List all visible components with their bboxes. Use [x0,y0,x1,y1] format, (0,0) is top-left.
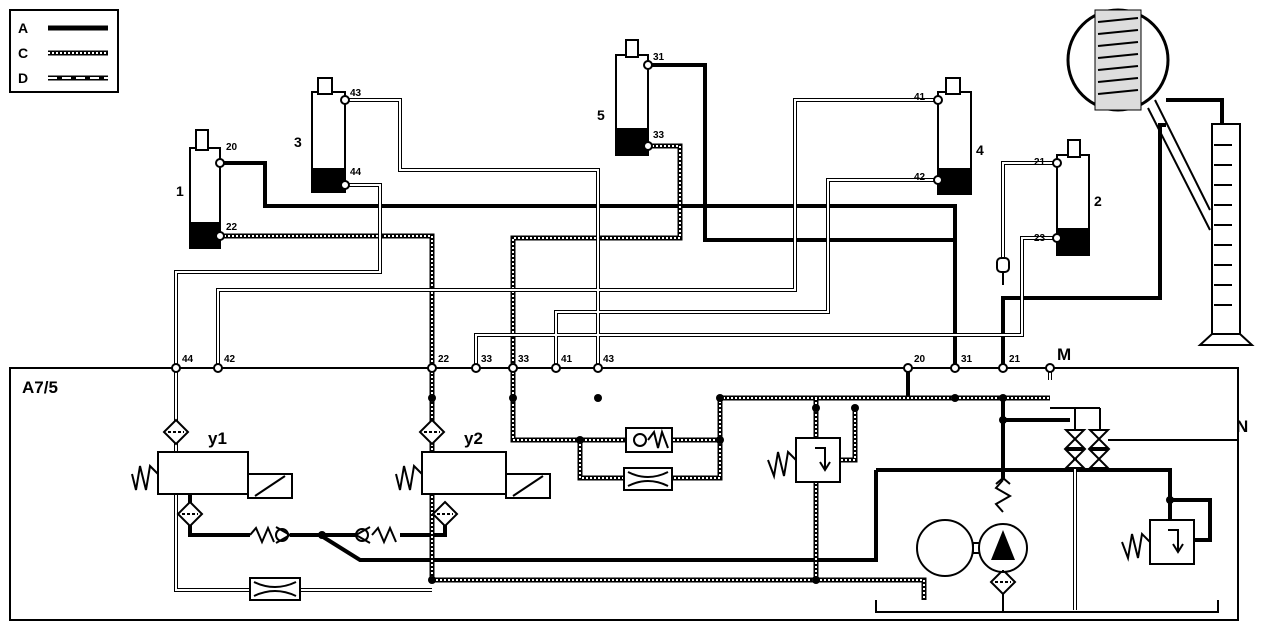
legend-key-a: A [18,20,28,36]
cylinder-2: 2 21 23 [1034,139,1102,256]
bleed-valve [996,257,1010,285]
unit-port-41: 41 [561,354,573,365]
throttle-2 [623,467,673,491]
unit-port-22: 22 [438,354,450,365]
filters [162,418,1017,596]
relief-valve-1 [767,437,841,483]
valve-y1-label: y1 [208,429,227,448]
legend: A C D [9,9,119,93]
motor-pump [916,476,1028,612]
pipes-type-c [220,143,1050,600]
unit-port-33a: 33 [481,354,493,365]
unit-port-31: 31 [961,354,973,365]
cylinder-2-label: 2 [1094,193,1102,209]
cylinder-1-label: 1 [176,183,184,199]
cylinder-2-port-b: 23 [1034,233,1046,244]
cylinder-4-port-a: 41 [914,92,926,103]
cylinder-5-port-a: 31 [653,52,665,63]
cylinder-3-port-b: 44 [350,167,362,178]
junction-dots [318,394,1174,584]
test-port-n-label: N [1236,417,1248,436]
cylinder-2-port-a: 21 [1034,157,1046,168]
throttle-1 [249,577,301,601]
cylinder-5-port-b: 33 [653,130,665,141]
unit-port-33b: 33 [518,354,530,365]
cylinder-5: 5 31 33 [597,39,665,156]
legend-key-c: C [18,45,28,61]
housing-ports [171,363,1055,373]
unit-port-44: 44 [182,354,194,365]
reservoir [875,600,1219,613]
unit-housing [9,367,1239,621]
cylinder-4-label: 4 [976,142,984,158]
valve-y2-label: y2 [464,429,483,448]
legend-key-d: D [18,70,28,86]
check-valve-1 [249,525,293,545]
measuring-gauge [1066,8,1255,346]
unit-port-42: 42 [224,354,236,365]
solenoid-valve-y1: y1 [131,429,293,499]
pipes-type-d [174,98,1077,610]
cylinder-1-port-a: 20 [226,142,238,153]
relief-valve-2 [1121,519,1195,565]
cylinder-5-label: 5 [597,107,605,123]
housing-port-labels: 44 42 22 33 33 41 43 20 31 21 M N [182,345,1248,436]
unit-port-43: 43 [603,354,615,365]
unit-name-label: A7/5 [22,378,58,397]
unit-port-21: 21 [1009,354,1021,365]
shutoff-valves [1050,407,1238,469]
cylinder-1-port-b: 22 [226,222,238,233]
unit-port-20: 20 [914,354,926,365]
cylinder-3-label: 3 [294,134,302,150]
cylinder-3-port-a: 43 [350,88,362,99]
cylinder-3: 3 43 44 [294,77,362,193]
test-port-m-label: M [1057,345,1071,364]
cylinder-4-port-b: 42 [914,172,926,183]
check-valve-3 [625,427,673,453]
check-valve-2 [353,525,397,545]
cylinder-4: 4 41 42 [914,77,984,195]
cylinder-1: 1 20 22 [176,129,238,249]
solenoid-valve-y2: y2 [395,429,551,499]
